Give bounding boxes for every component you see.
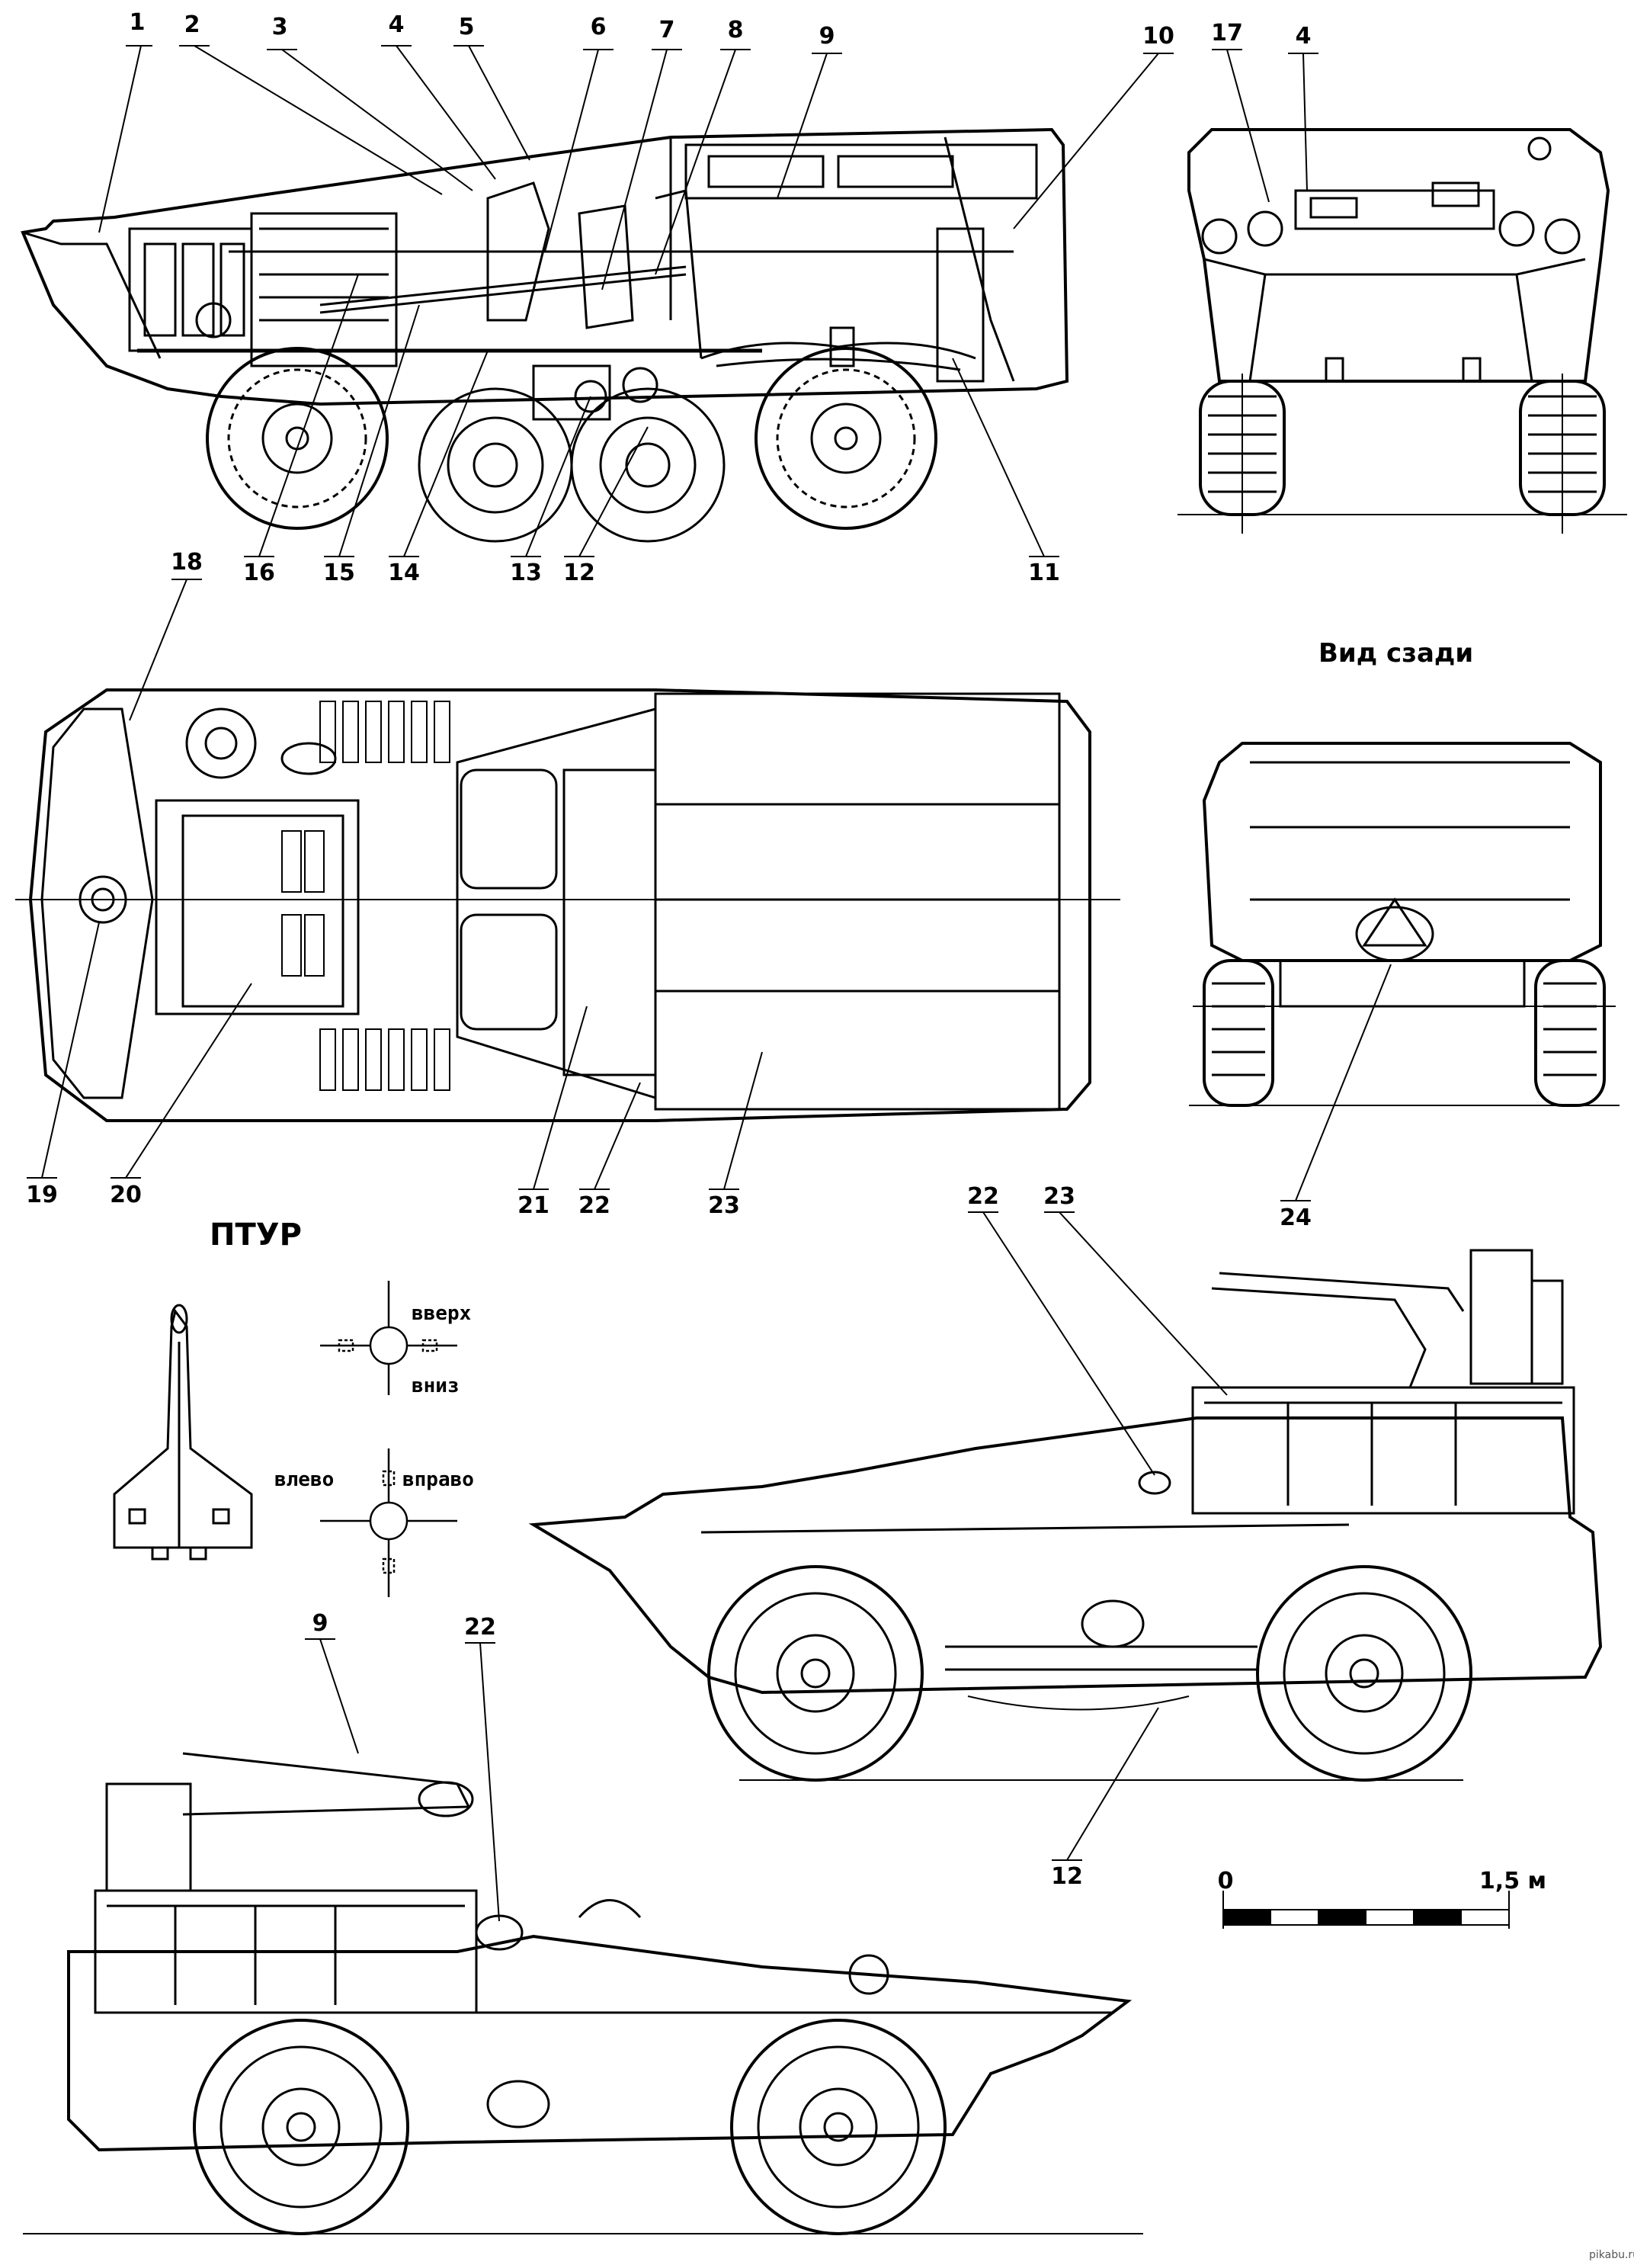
front-view bbox=[1177, 49, 1627, 534]
scale-zero: 0 bbox=[1217, 1868, 1234, 1894]
leader-lines bbox=[968, 1211, 1228, 1861]
control-diagram-horizontal bbox=[320, 1448, 457, 1597]
side-view-launcher-stowed bbox=[23, 1638, 1143, 2235]
callout-12-right: 12 bbox=[1051, 1863, 1083, 1890]
callout-22: 22 bbox=[578, 1192, 610, 1219]
scale-bar bbox=[1222, 1891, 1510, 1929]
wheel bbox=[707, 1565, 924, 1782]
wheel bbox=[570, 387, 726, 543]
callout-13: 13 bbox=[510, 560, 542, 586]
callout-23: 23 bbox=[708, 1192, 740, 1219]
wheel bbox=[193, 2019, 409, 2235]
top-view bbox=[15, 579, 1120, 1190]
callout-17: 17 bbox=[1211, 20, 1243, 47]
side-cutaway-view bbox=[21, 45, 1174, 557]
callout-16: 16 bbox=[243, 560, 275, 586]
callout-3: 3 bbox=[271, 14, 288, 40]
leader-lines bbox=[27, 579, 763, 1190]
direction-right: вправо bbox=[402, 1468, 474, 1491]
callout-18: 18 bbox=[171, 549, 203, 576]
leader-lines bbox=[305, 1638, 500, 1922]
wheel bbox=[1203, 959, 1274, 1107]
callout-12: 12 bbox=[563, 560, 595, 586]
wheel bbox=[418, 387, 573, 543]
wheel bbox=[730, 2019, 947, 2235]
atgm-missile bbox=[113, 1304, 253, 1561]
callout-1: 1 bbox=[129, 9, 146, 36]
callout-14: 14 bbox=[388, 560, 420, 586]
callout-8: 8 bbox=[727, 17, 744, 43]
wheel bbox=[206, 347, 389, 530]
callout-24: 24 bbox=[1280, 1205, 1312, 1231]
wheel bbox=[1256, 1565, 1472, 1782]
side-view-launcher-raised bbox=[528, 1211, 1603, 1861]
scale-max: 1,5 м bbox=[1479, 1868, 1547, 1894]
callout-21: 21 bbox=[517, 1192, 549, 1219]
direction-left: влево bbox=[274, 1468, 335, 1491]
callout-9: 9 bbox=[819, 23, 835, 50]
callout-15: 15 bbox=[323, 560, 355, 586]
control-diagram-vertical bbox=[320, 1281, 457, 1395]
callout-4-front: 4 bbox=[1295, 23, 1312, 50]
callout-22-bottom: 22 bbox=[464, 1614, 496, 1641]
callout-23-right: 23 bbox=[1043, 1183, 1075, 1210]
leader-lines bbox=[1212, 49, 1318, 203]
watermark: pikabu.ru bbox=[1589, 2249, 1634, 2261]
leader-lines bbox=[98, 45, 1174, 557]
atgm-caption: ПТУР bbox=[210, 1217, 302, 1253]
callout-10: 10 bbox=[1142, 23, 1174, 50]
callout-2: 2 bbox=[184, 11, 200, 38]
rear-view-caption: Вид сзади bbox=[1318, 638, 1474, 669]
callout-19: 19 bbox=[26, 1182, 58, 1208]
callout-22-right: 22 bbox=[967, 1183, 999, 1210]
rear-view bbox=[1189, 742, 1620, 1201]
callout-20: 20 bbox=[110, 1182, 142, 1208]
direction-up: вверх bbox=[412, 1302, 472, 1325]
direction-down: вниз bbox=[412, 1375, 460, 1397]
leader-lines bbox=[1280, 964, 1392, 1201]
wheel bbox=[755, 347, 937, 530]
wheel bbox=[1534, 959, 1606, 1107]
callout-5: 5 bbox=[458, 14, 475, 40]
callout-11: 11 bbox=[1028, 560, 1060, 586]
callout-4: 4 bbox=[388, 11, 405, 38]
callout-7: 7 bbox=[658, 17, 675, 43]
callout-6: 6 bbox=[590, 14, 607, 40]
callout-9-bottom: 9 bbox=[312, 1610, 328, 1637]
